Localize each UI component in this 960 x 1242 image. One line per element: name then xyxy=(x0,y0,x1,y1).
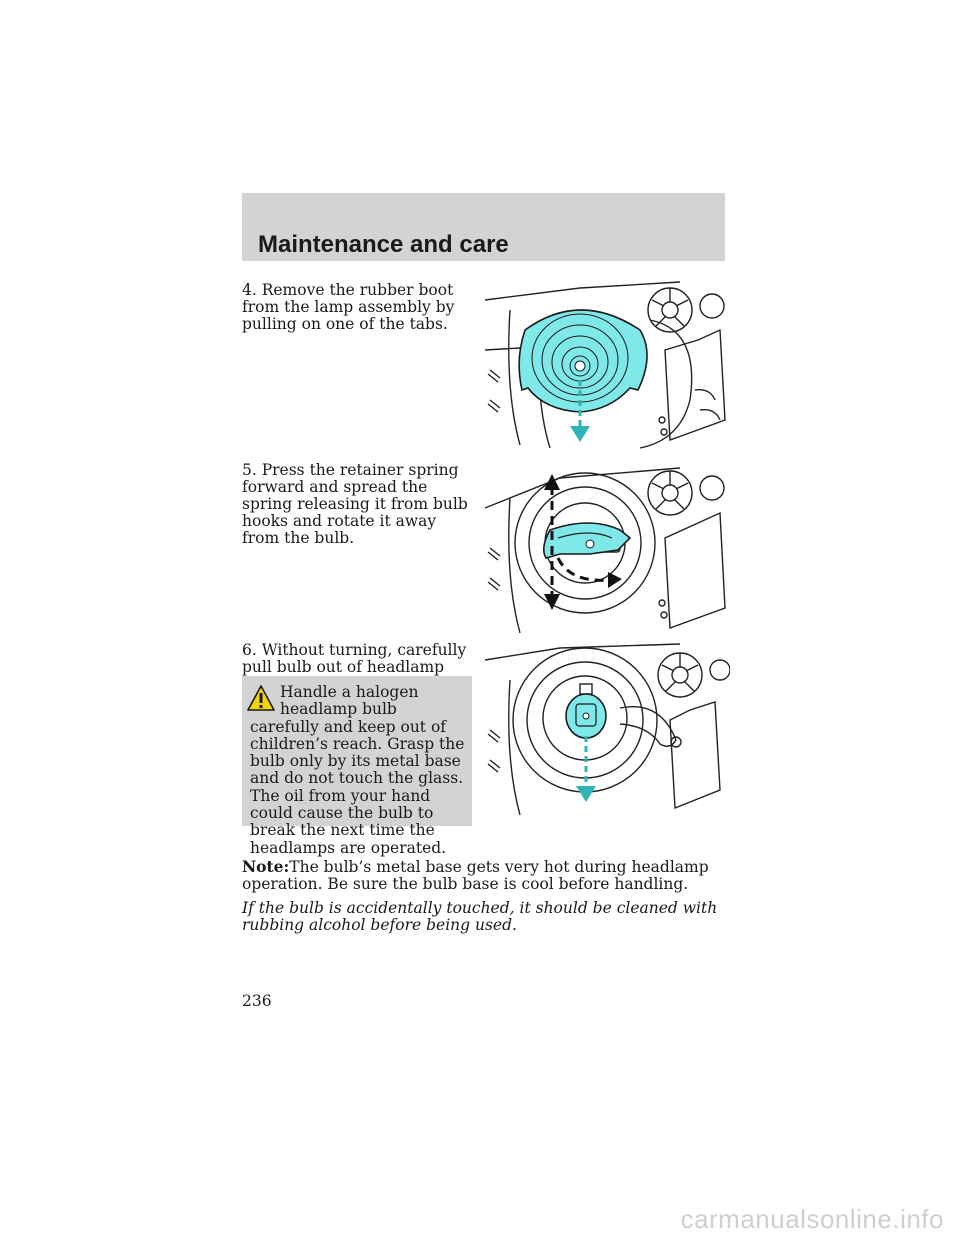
step-4-text: 4. Remove the rubber boot from the lamp … xyxy=(242,281,455,333)
watermark: carmanualsonline.info xyxy=(680,1204,944,1234)
warning-triangle-icon xyxy=(247,685,275,711)
section-title: Maintenance and care xyxy=(258,231,509,258)
warning-text-body: Handle a halogen headlamp bulb carefully… xyxy=(250,683,465,857)
figure-retainer-spring xyxy=(484,467,726,634)
figure-bulb-removal xyxy=(484,643,730,816)
warning-text: Handle a halogen headlamp bulb carefully… xyxy=(250,683,466,857)
section-header-band: Maintenance and care xyxy=(242,193,725,261)
note-text: The bulb’s metal base gets very hot duri… xyxy=(242,858,709,893)
step-5-text: 5. Press the retainer spring forward and… xyxy=(242,461,468,547)
italic-note: If the bulb is accidentally touched, it … xyxy=(242,899,718,934)
warning-box: Handle a halogen headlamp bulb carefully… xyxy=(242,676,472,856)
page-number: 236 xyxy=(242,992,272,1010)
note-paragraph: Note:The bulb’s metal base gets very hot… xyxy=(242,858,742,893)
figure-rubber-boot-removal xyxy=(484,281,726,449)
note-label: Note: xyxy=(242,857,290,876)
